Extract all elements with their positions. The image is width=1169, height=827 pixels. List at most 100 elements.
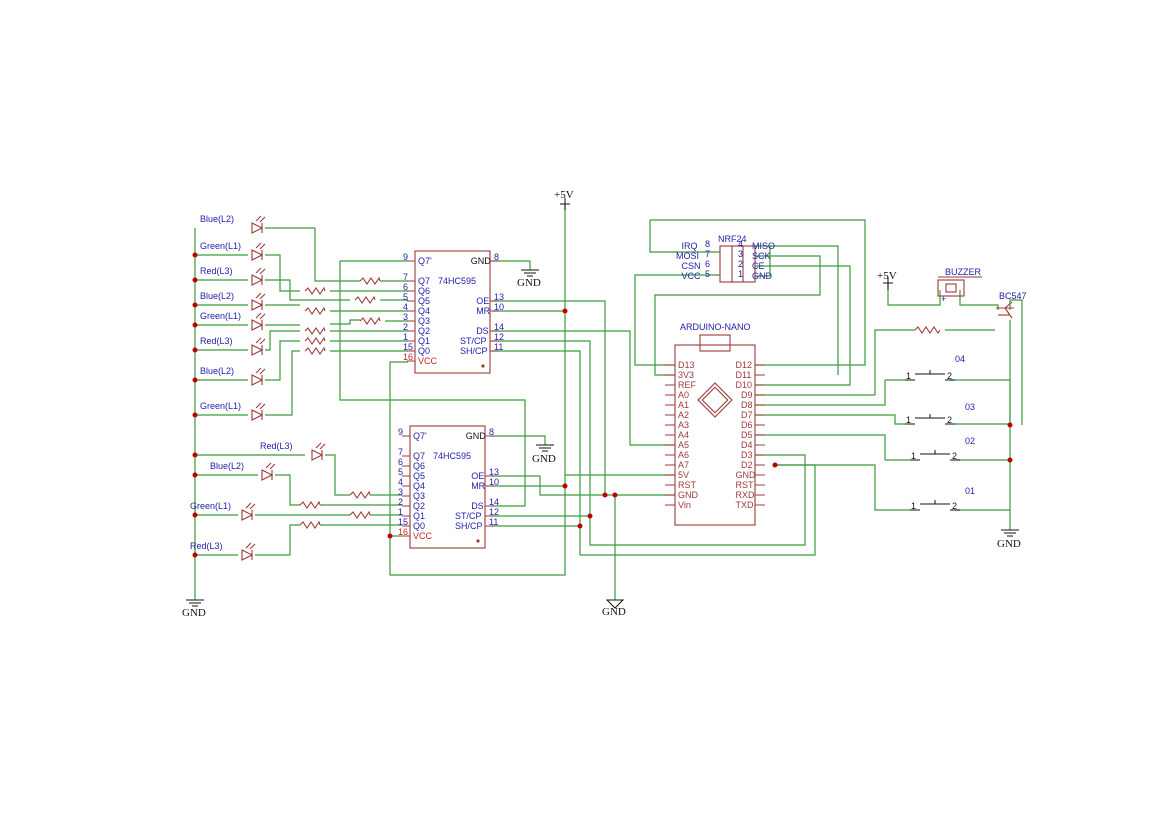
resistor: [304, 326, 326, 335]
button-pin-number: 1: [906, 415, 911, 425]
ic-pin-number: 1: [398, 507, 403, 517]
ic-pin-name: Q2: [418, 326, 430, 336]
ic-pin-number: 15: [403, 342, 413, 352]
led-label: Green(L1): [200, 401, 241, 411]
button-pin-number: 2: [947, 415, 952, 425]
ic-pin-number: 1: [403, 332, 408, 342]
arduino-pin-label: D7: [741, 410, 753, 420]
ic-pin-name: ST/CP: [460, 336, 487, 346]
led: [241, 502, 256, 521]
nrf24-pin-number: 6: [705, 259, 710, 269]
ic-pin-name: MR: [476, 306, 490, 316]
nrf24-title: NRF24: [718, 234, 747, 244]
nrf24-pin-name: CSN: [682, 261, 701, 271]
ic-pin-number: 15: [398, 517, 408, 527]
gnd-symbol-ic2: GND: [532, 444, 556, 465]
ic-pin-number: 5: [398, 467, 403, 477]
led: [251, 215, 266, 234]
gnd-symbol-ic1: GND: [517, 269, 541, 289]
resistor: [304, 306, 326, 315]
button-label: 03: [965, 402, 975, 412]
ic-pin-number: 7: [403, 272, 408, 282]
arduino-pin-label: RST: [678, 480, 697, 490]
ic-pin-number: 16: [403, 352, 413, 362]
led-label: Green(L1): [200, 311, 241, 321]
resistor: [359, 276, 381, 285]
resistor: [359, 316, 381, 325]
ic-pin-name: Q7: [413, 451, 425, 461]
nrf24-pin-name: VCC: [682, 271, 702, 281]
arduino-pin-label: A1: [678, 400, 689, 410]
ic-pin-number: 4: [403, 302, 408, 312]
arduino-pin-label: D13: [678, 360, 695, 370]
arduino-pin-label: D5: [741, 430, 753, 440]
arduino-pin-label: A0: [678, 390, 689, 400]
led: [251, 242, 266, 261]
led-label: Green(L1): [200, 241, 241, 251]
gnd-label: GND: [997, 538, 1021, 550]
ic-pin-number: 3: [403, 312, 408, 322]
ic-pin-name: Q4: [413, 481, 425, 491]
ic-pin-name: OE: [476, 296, 489, 306]
gnd-label: GND: [602, 606, 626, 618]
arduino-pin-label: 5V: [678, 470, 689, 480]
button-label: 02: [965, 436, 975, 446]
led-label: Red(L3): [200, 336, 233, 346]
resistor: [354, 295, 376, 304]
wires: [194, 205, 1023, 600]
transistor-label: BC547: [999, 291, 1027, 301]
led: [251, 402, 266, 421]
led-label: Blue(L2): [200, 366, 234, 376]
led: [251, 267, 266, 286]
arduino-pin-label: D8: [741, 400, 753, 410]
arduino-pin-label: A2: [678, 410, 689, 420]
resistor: [914, 326, 941, 334]
gnd-symbol-center: GND: [602, 599, 626, 618]
ic-pin-number: 8: [494, 252, 499, 262]
ic-pin-number: 4: [398, 477, 403, 487]
ic-pin-name: GND: [466, 431, 487, 441]
ic-pin-name: VCC: [413, 531, 433, 541]
ic-pin-number: 13: [489, 467, 499, 477]
arduino-title: ARDUINO-NANO: [680, 322, 751, 332]
ic-pin-name: VCC: [418, 356, 438, 366]
button-pin-number: 1: [911, 501, 916, 511]
resistor: [304, 286, 326, 295]
led-label: Blue(L2): [210, 461, 244, 471]
arduino-pin-label: D11: [736, 370, 752, 380]
resistor: [299, 520, 321, 529]
led: [251, 312, 266, 331]
buzzer-plus: +: [941, 294, 946, 304]
ic-pin-name: Q5: [418, 296, 430, 306]
nrf24-pin-number: 3: [738, 249, 743, 259]
arduino-pin-label: Vin: [678, 500, 691, 510]
resistor: [304, 346, 326, 355]
ic-pin-name: DS: [471, 501, 484, 511]
led-group-top: Blue(L2)Green(L1)Red(L3)Blue(L2)Green(L1…: [200, 214, 266, 421]
resistor: [349, 510, 371, 519]
button-label: 04: [955, 354, 965, 364]
ic-pin-number: 3: [398, 487, 403, 497]
ic-pin-number: 14: [494, 322, 504, 332]
arduino-pin-label: 3V3: [678, 370, 694, 380]
led: [251, 337, 266, 356]
chip-outline: [697, 382, 733, 418]
junctions: [192, 252, 1013, 558]
arduino-pin-label: D4: [741, 440, 753, 450]
led-group-bottom: Red(L3)Blue(L2)Green(L1)Red(L3): [190, 441, 326, 561]
arduino-pin-label: D6: [741, 420, 753, 430]
ic-pin-name: GND: [471, 256, 492, 266]
ic-pin-name: Q6: [413, 461, 425, 471]
ic-pin-name: Q5: [413, 471, 425, 481]
button-pin-number: 2: [947, 371, 952, 381]
nrf24-pin-name: IRQ: [682, 241, 698, 251]
ic-pin-name: Q3: [413, 491, 425, 501]
arduino-pin-label: REF: [678, 380, 697, 390]
button-pin-number: 2: [952, 451, 957, 461]
